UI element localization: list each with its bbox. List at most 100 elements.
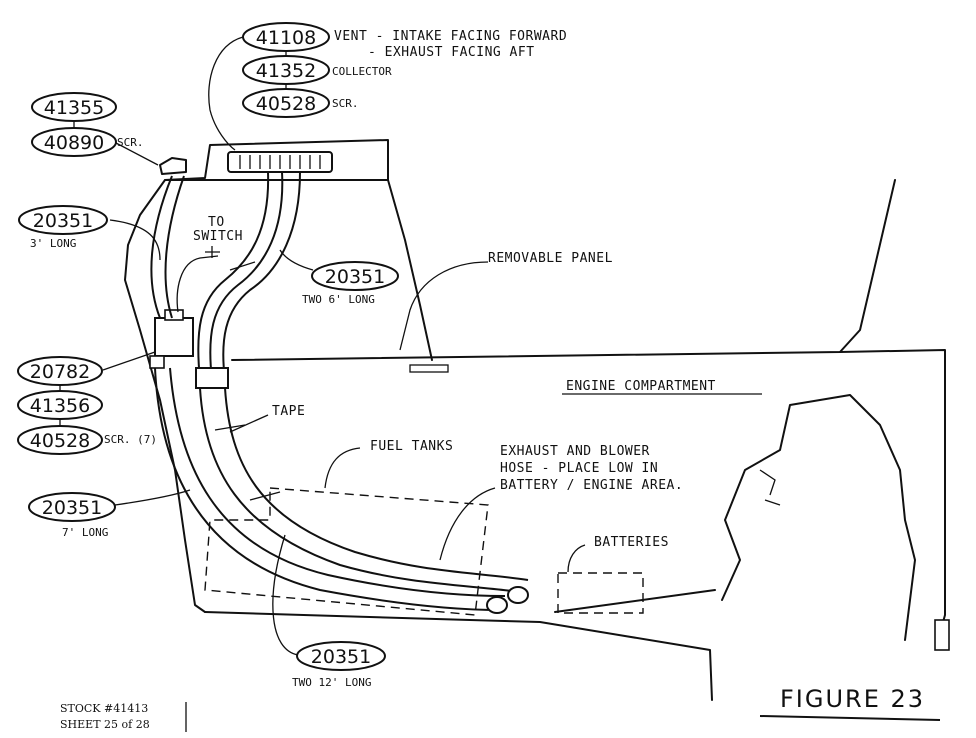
- leader-batteries: [567, 544, 586, 573]
- hose-7ft-b: [169, 367, 506, 597]
- blower-assembly: [149, 246, 220, 369]
- three-long-label: 3' LONG: [30, 237, 76, 250]
- leader-12ft: [272, 534, 299, 656]
- blower-motor: [154, 317, 194, 357]
- hose-3ft-b: [164, 175, 185, 319]
- hull-side: [124, 179, 206, 613]
- vent-intake-label: VENT - INTAKE FACING FORWARD: [334, 29, 567, 44]
- part-oval: [296, 641, 386, 671]
- hose-6ft-c: [209, 171, 284, 381]
- part-number: 41355: [44, 97, 104, 119]
- battery-box: [557, 572, 644, 614]
- transom: [839, 349, 946, 641]
- leader-exhaust: [439, 487, 496, 561]
- scr-label: SCR. (7): [104, 433, 157, 446]
- part-number: 40528: [256, 93, 316, 115]
- leader-tape: [229, 414, 269, 433]
- stock-label: STOCK #41413: [60, 702, 148, 715]
- leader-vent: [208, 36, 244, 151]
- engine-outline: [721, 394, 916, 641]
- vent-louvers: [239, 155, 321, 169]
- part-number: 41352: [256, 60, 316, 82]
- switch-terminal: [205, 246, 220, 258]
- exhaust-blower-label: BATTERY / ENGINE AREA.: [500, 478, 683, 493]
- batteries: [554, 572, 716, 614]
- deck-line: [231, 179, 896, 361]
- hose-3ft-a: [150, 175, 173, 319]
- fuel-tank-outline: [204, 487, 489, 616]
- exhaust-blower-label: EXHAUST AND BLOWER: [500, 444, 650, 459]
- batteries-label: BATTERIES: [594, 535, 669, 550]
- part-number: 41356: [30, 395, 90, 417]
- engine-detail: [759, 469, 781, 506]
- leader-fuel: [324, 447, 361, 489]
- part-oval: [242, 88, 330, 118]
- hull-bottom: [204, 611, 713, 701]
- two-12-long-label: TWO 12' LONG: [292, 676, 371, 689]
- console-top: [164, 139, 389, 181]
- leader-cowl: [115, 142, 159, 166]
- hose-6ft-a: [197, 171, 270, 381]
- blower-cap: [164, 309, 184, 321]
- part-number: 40890: [44, 132, 104, 154]
- figure-title: FIGURE 23: [780, 685, 925, 713]
- leader-lines: [102, 36, 586, 656]
- hose-end-2: [507, 586, 529, 604]
- part-oval: [17, 425, 103, 455]
- callout-mid-left-group: 20782 41356 40528: [17, 356, 103, 455]
- switch-wire: [176, 255, 219, 313]
- callout-hose-6ft: 20351: [311, 261, 399, 291]
- hose-7ft-a: [154, 367, 501, 611]
- hull-outline: [124, 139, 946, 701]
- tape-label: TAPE: [272, 404, 305, 419]
- labels: VENT - INTAKE FACING FORWARD - EXHAUST F…: [30, 29, 941, 732]
- exhaust-blower-label: HOSE - PLACE LOW IN: [500, 461, 658, 476]
- hose-coupler: [195, 367, 229, 389]
- callout-hose-7ft: 20351: [28, 492, 116, 522]
- part-oval: [31, 127, 117, 157]
- hose-12ft-b: [224, 387, 529, 581]
- part-number: 20351: [325, 266, 385, 288]
- leader-3ft: [109, 219, 161, 261]
- collector-label: COLLECTOR: [332, 65, 392, 78]
- leader-blower: [102, 351, 156, 371]
- transom-fitting: [934, 619, 950, 651]
- leader-7ft: [114, 489, 191, 506]
- part-number: 20351: [42, 497, 102, 519]
- two-6-long-label: TWO 6' LONG: [302, 293, 375, 306]
- part-number: 20351: [311, 646, 371, 668]
- hose-12ft-a: [199, 387, 521, 593]
- tape-bands: [214, 261, 281, 501]
- panel-latch: [409, 364, 449, 373]
- to-switch-label: TO: [208, 215, 225, 230]
- panel-edge: [387, 179, 433, 361]
- fuel-tanks-label: FUEL TANKS: [370, 439, 453, 454]
- blower-outlet: [149, 355, 165, 369]
- vent-exhaust-label: - EXHAUST FACING AFT: [368, 45, 535, 60]
- seven-long-label: 7' LONG: [62, 526, 108, 539]
- callout-top-left-group: 41355 40890: [31, 92, 117, 157]
- scr-label: SCR.: [117, 136, 144, 149]
- part-oval: [28, 492, 116, 522]
- part-number: 20782: [30, 361, 90, 383]
- callout-hose-12ft: 20351: [296, 641, 386, 671]
- removable-panel-label: REMOVABLE PANEL: [488, 251, 613, 266]
- figure-underline: [759, 715, 941, 721]
- part-oval: [18, 205, 108, 235]
- callout-hose-3ft: 20351: [18, 205, 108, 235]
- cowl-fitting: [159, 157, 187, 175]
- part-number: 20351: [33, 210, 93, 232]
- part-oval: [311, 261, 399, 291]
- to-switch-label: SWITCH: [193, 229, 243, 244]
- sheet-label: SHEET 25 of 28: [60, 718, 150, 731]
- vent-collector: [159, 151, 333, 175]
- hose-end-1: [486, 596, 508, 614]
- part-number: 41108: [256, 27, 316, 49]
- leader-panel: [399, 261, 489, 351]
- hoses: [150, 171, 529, 614]
- fuel-tanks: [204, 487, 489, 616]
- part-number: 40528: [30, 430, 90, 452]
- battery-cable: [554, 589, 716, 613]
